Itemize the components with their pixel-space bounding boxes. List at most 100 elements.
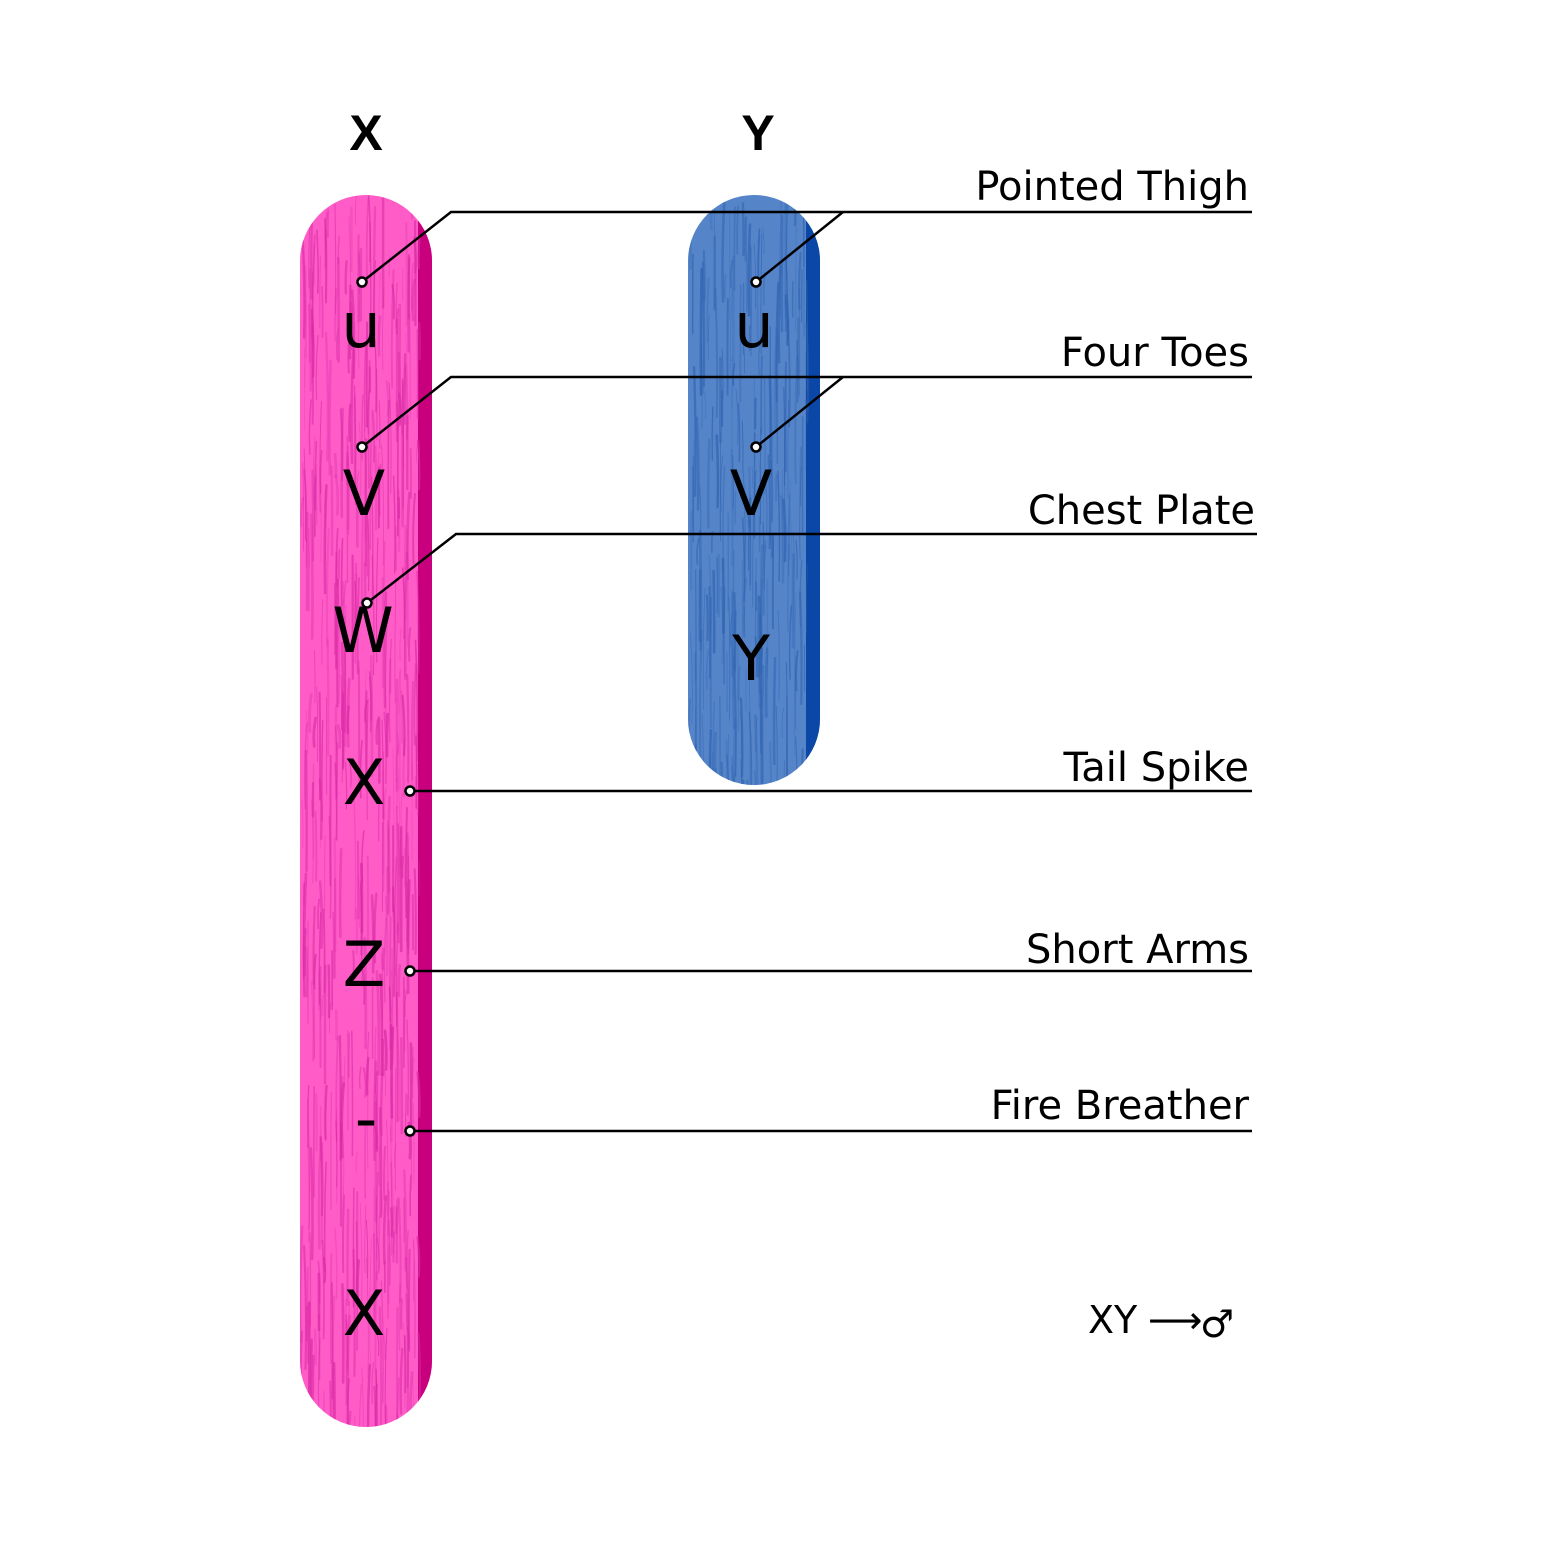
texture-streak [354, 581, 357, 620]
texture-streak [387, 1244, 390, 1305]
texture-streak [382, 1195, 388, 1265]
texture-streak [787, 399, 789, 500]
texture-streak [358, 1066, 362, 1089]
texture-streak [374, 1383, 378, 1427]
texture-streak [372, 1233, 376, 1327]
texture-streak [732, 362, 736, 387]
texture-streak [399, 627, 402, 662]
texture-streak [695, 416, 700, 511]
texture-streak [794, 592, 797, 702]
texture-streak [405, 222, 408, 327]
texture-streak [315, 464, 318, 526]
texture-streak [384, 895, 389, 977]
texture-streak [349, 763, 352, 786]
texture-streak [348, 403, 352, 443]
texture-streak [381, 719, 384, 819]
texture-streak [708, 554, 712, 635]
texture-streak [341, 1120, 345, 1196]
texture-streak [341, 1283, 345, 1384]
texture-streak [787, 543, 790, 632]
texture-streak [753, 713, 759, 785]
texture-streak [356, 470, 360, 498]
texture-streak [691, 743, 694, 785]
texture-streak [391, 283, 396, 320]
texture-streak [338, 548, 341, 579]
texture-streak [728, 596, 731, 721]
texture-streak [397, 1197, 402, 1303]
texture-streak [368, 670, 372, 733]
texture-streak [307, 544, 310, 569]
texture-streak [319, 1135, 324, 1217]
texture-streak [799, 446, 802, 507]
texture-streak [367, 1056, 370, 1170]
texture-streak [377, 315, 382, 357]
texture-streak [394, 577, 397, 704]
texture-streak [346, 1208, 350, 1307]
texture-streak [690, 765, 694, 785]
texture-streak [418, 321, 422, 361]
texture-streak [365, 197, 370, 279]
texture-streak [410, 680, 414, 781]
texture-streak [406, 1326, 410, 1349]
texture-streak [357, 874, 361, 928]
texture-streak [374, 1125, 379, 1150]
texture-streak [364, 1204, 367, 1274]
texture-streak [415, 762, 420, 816]
texture-streak [760, 355, 763, 435]
texture-streak [369, 440, 372, 551]
texture-streak [383, 711, 387, 784]
sex-rule: XY ⟶ ♂ [1088, 1298, 1234, 1346]
texture-streak [747, 223, 752, 317]
texture-streak [326, 638, 330, 757]
texture-streak [785, 661, 788, 785]
x-locus-x: X [343, 746, 385, 819]
y-locus-v: V [730, 457, 772, 530]
texture-streak [400, 1298, 403, 1330]
texture-streak [720, 586, 724, 665]
texture-streak [692, 456, 695, 532]
locus-dot [356, 276, 368, 288]
texture-streak [308, 220, 311, 289]
texture-streak [333, 453, 338, 479]
texture-streak [733, 206, 736, 291]
texture-streak [383, 540, 386, 611]
texture-streak [344, 605, 347, 719]
texture-streak [412, 1377, 415, 1427]
texture-streak [390, 969, 393, 1013]
texture-streak [367, 359, 371, 489]
texture-streak [307, 1143, 310, 1243]
texture-streak [698, 484, 702, 535]
texture-streak [315, 334, 319, 401]
texture-streak [692, 440, 695, 492]
texture-streak [747, 497, 752, 528]
texture-streak [400, 1037, 404, 1135]
locus-dot [750, 276, 762, 288]
texture-streak [763, 545, 766, 590]
texture-streak [775, 281, 779, 403]
texture-streak [404, 363, 409, 441]
texture-streak [338, 848, 343, 939]
texture-streak [730, 613, 733, 648]
texture-streak [708, 728, 713, 785]
texture-streak [412, 1262, 415, 1303]
texture-streak [344, 1313, 348, 1406]
texture-streak [416, 1236, 421, 1278]
texture-streak [700, 267, 705, 394]
texture-streak [733, 655, 737, 777]
locus-markers [356, 276, 762, 1137]
texture-streak [369, 1237, 372, 1366]
texture-streak [303, 448, 306, 539]
texture-streak [355, 908, 358, 955]
texture-streak [399, 1347, 404, 1415]
texture-streak [343, 615, 347, 748]
texture-streak [743, 348, 746, 374]
texture-streak [759, 462, 761, 566]
texture-streak [394, 525, 398, 571]
texture-streak [395, 1198, 399, 1264]
texture-streak [799, 748, 804, 785]
texture-streak [384, 1327, 388, 1427]
texture-streak [338, 1034, 342, 1161]
texture-streak [321, 994, 324, 1016]
texture-streak [316, 686, 319, 762]
texture-streak [374, 1270, 378, 1394]
